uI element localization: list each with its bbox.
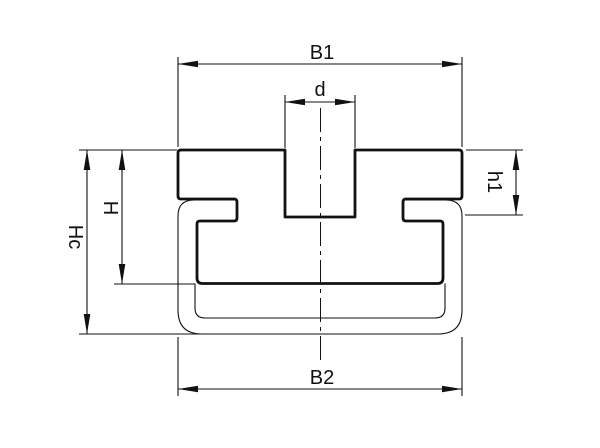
dimension-d: d: [284, 79, 356, 148]
d-label: d: [314, 79, 325, 101]
c-rail-outer-contour: [177, 199, 463, 335]
b2-label: B2: [310, 367, 334, 389]
dimension-b2: B2: [177, 337, 463, 396]
h-label: H: [99, 201, 121, 215]
chain-guide-profile: [176, 148, 464, 285]
dimension-b1: B1: [177, 42, 463, 147]
dimension-h1: h1: [465, 149, 523, 216]
chain-guide-outline: [176, 148, 464, 285]
dimension-h: H: [79, 149, 195, 285]
h1-label: h1: [483, 171, 505, 193]
hc-label: Hc: [64, 225, 86, 249]
b1-label: B1: [310, 42, 334, 64]
dimension-hc: Hc: [64, 150, 203, 335]
